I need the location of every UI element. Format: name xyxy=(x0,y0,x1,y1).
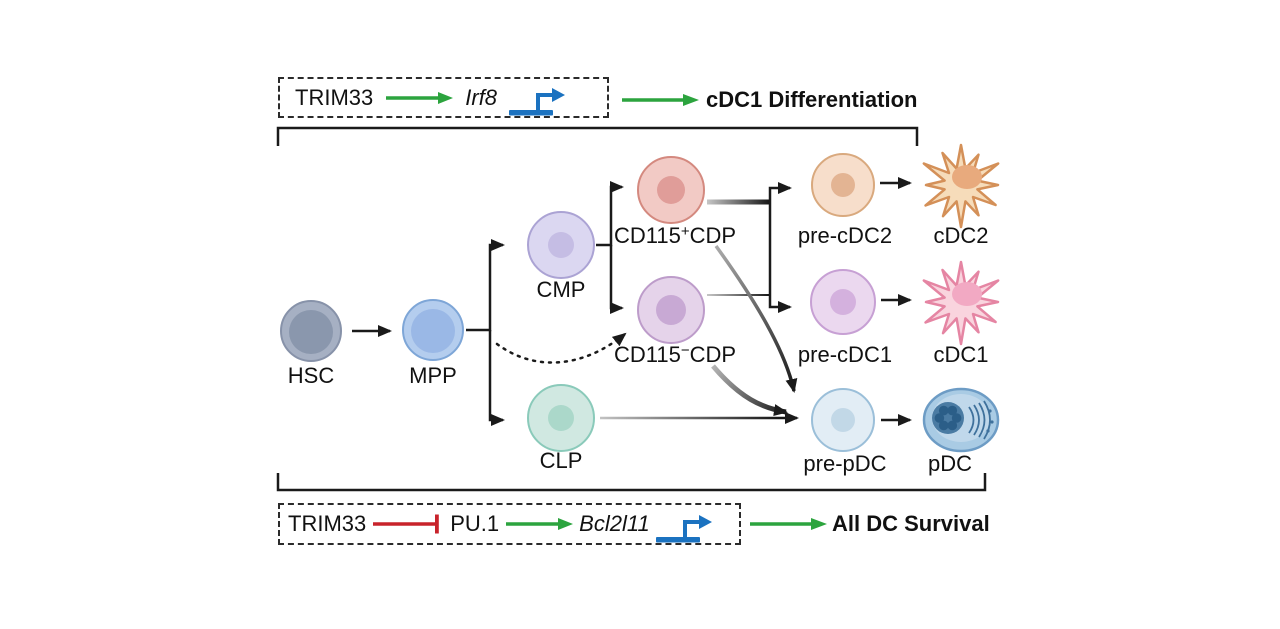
mpp-cell xyxy=(402,299,464,361)
inhibition-bar-icon xyxy=(373,514,440,534)
promoter-icon xyxy=(509,88,566,116)
clp-label: CLP xyxy=(539,448,583,473)
irf8-gene-label: Irf8 xyxy=(465,84,498,110)
branch-cmp-to-cd115neg xyxy=(609,245,624,314)
activation-arrow-icon xyxy=(622,94,699,106)
cd115pos-cdp-label: CD115+CDP xyxy=(613,223,737,248)
cdc2-cell xyxy=(922,143,1000,229)
cmp-cell xyxy=(527,211,595,279)
pre-cdc1-label: pre-cDC1 xyxy=(797,342,893,367)
activation-arrow-icon xyxy=(750,518,827,530)
pre-pdc-cell xyxy=(811,388,875,452)
bcl2l11-gene-label: Bcl2l11 xyxy=(579,511,650,536)
cmp-label: CMP xyxy=(536,277,586,302)
cd115neg-cdp-label: CD115−CDP xyxy=(613,342,737,367)
activation-arrow-icon xyxy=(386,91,454,104)
pre-pdc-label: pre-pDC xyxy=(803,451,887,476)
clp-cell xyxy=(527,384,595,452)
pdc-label: pDC xyxy=(927,451,973,476)
cd115pos-cdp-cell xyxy=(637,156,705,224)
cdc1-label: cDC1 xyxy=(933,342,989,367)
top-bracket xyxy=(276,126,919,146)
bottom-bracket xyxy=(276,473,987,492)
dashed-arrow-mpp-to-cd115neg xyxy=(495,332,627,364)
mpp-label: MPP xyxy=(409,363,457,388)
cd115neg-cdp-cell xyxy=(637,276,705,344)
cdc1-cell xyxy=(922,260,1000,346)
pre-cdc2-cell xyxy=(811,153,875,217)
curve-cd115pos-to-pre-pdc xyxy=(714,244,798,393)
hsc-cell xyxy=(280,300,342,362)
trim33-label-top: TRIM33 xyxy=(295,84,374,110)
trim33-label-bottom: TRIM33 xyxy=(288,511,367,536)
cdc1-differentiation-label: cDC1 Differentiation xyxy=(706,87,918,112)
bracket-arrow-to-pre-cdc1 xyxy=(768,202,792,313)
branch-mpp-to-cmp xyxy=(466,239,505,332)
cdc2-label: cDC2 xyxy=(933,223,989,248)
bracket-arrow-to-pre-cdc2 xyxy=(768,182,792,202)
pdc-cell xyxy=(922,387,1000,453)
activation-arrow-icon xyxy=(506,518,574,530)
curve-cd115neg-to-pre-pdc xyxy=(711,364,788,416)
branch-cmp-to-cd115pos xyxy=(596,181,624,247)
trim33-pu1-bcl2l11-box: TRIM33 PU.1 Bcl2l11 xyxy=(278,503,741,545)
trim33-irf8-box: TRIM33 Irf8 xyxy=(278,77,609,118)
all-dc-survival-label: All DC Survival xyxy=(832,511,990,536)
branch-mpp-to-clp xyxy=(488,330,505,426)
pre-cdc2-label: pre-cDC2 xyxy=(797,223,893,248)
promoter-icon xyxy=(655,514,712,542)
pu1-label: PU.1 xyxy=(450,511,500,536)
pre-cdc1-cell xyxy=(810,269,876,335)
hsc-label: HSC xyxy=(287,363,335,388)
